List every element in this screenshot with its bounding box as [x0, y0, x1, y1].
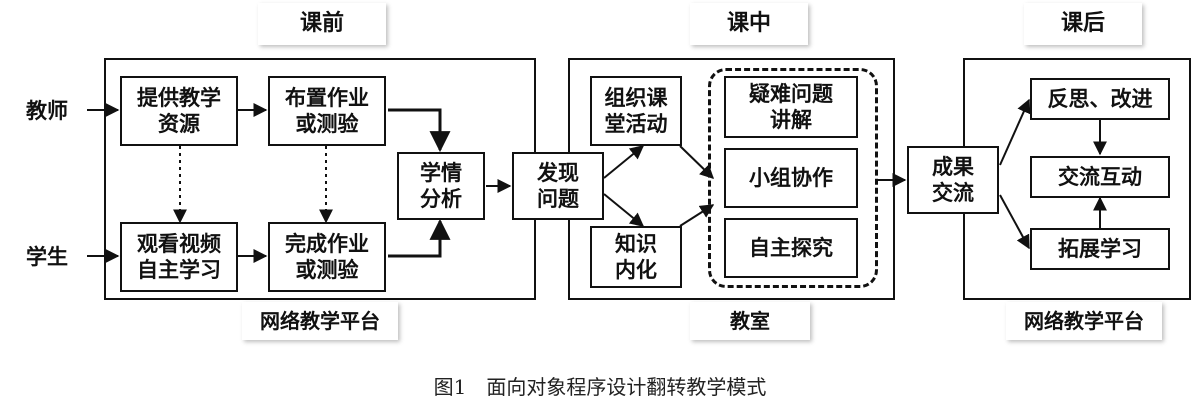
header-during-class: 课中 — [690, 3, 808, 45]
arrow-organize-activities — [679, 145, 715, 179]
box-watch-video: 观看视频 自主学习 — [120, 222, 238, 292]
box-learning-analysis: 学情 分析 — [397, 152, 485, 220]
figure-caption: 图1 面向对象程序设计翻转教学模式 — [433, 374, 767, 399]
arrow-share-extend — [999, 194, 1030, 250]
footer-post-class-platform: 网络教学平台 — [1006, 302, 1162, 340]
arrow-discover-internalize — [603, 193, 645, 227]
box-group-collab: 小组协作 — [724, 148, 858, 208]
box-extend-learning: 拓展学习 — [1030, 228, 1170, 270]
footer-classroom: 教室 — [690, 302, 810, 340]
header-before-class: 课前 — [258, 3, 386, 45]
arrow-discover-organize — [603, 145, 645, 179]
footer-pre-class-platform: 网络教学平台 — [242, 302, 398, 340]
box-exchange-interact: 交流互动 — [1030, 156, 1170, 198]
box-organize-activity: 组织课 堂活动 — [590, 76, 682, 146]
box-discover-problem: 发现 问题 — [512, 152, 604, 220]
box-reflect-improve: 反思、改进 — [1030, 78, 1170, 120]
arrow-internalize-activities — [679, 204, 715, 227]
box-self-explore: 自主探究 — [724, 218, 858, 278]
classroom-activities-group — [708, 68, 878, 288]
actor-teacher: 教师 — [26, 97, 68, 123]
header-after-class: 课后 — [1024, 3, 1142, 45]
box-share-results: 成果 交流 — [907, 146, 999, 214]
arrow-share-reflect — [999, 98, 1031, 166]
arrow-complete-analysis — [388, 218, 451, 258]
actor-student: 学生 — [26, 243, 68, 269]
arrow-homework-analysis — [388, 108, 451, 153]
box-complete-homework: 完成作业 或测验 — [268, 222, 386, 292]
box-assign-homework: 布置作业 或测验 — [268, 76, 386, 146]
box-internalize-knowledge: 知识 内化 — [590, 226, 682, 288]
box-explain-difficult: 疑难问题 讲解 — [724, 76, 858, 138]
box-provide-resources: 提供教学 资源 — [120, 76, 238, 146]
